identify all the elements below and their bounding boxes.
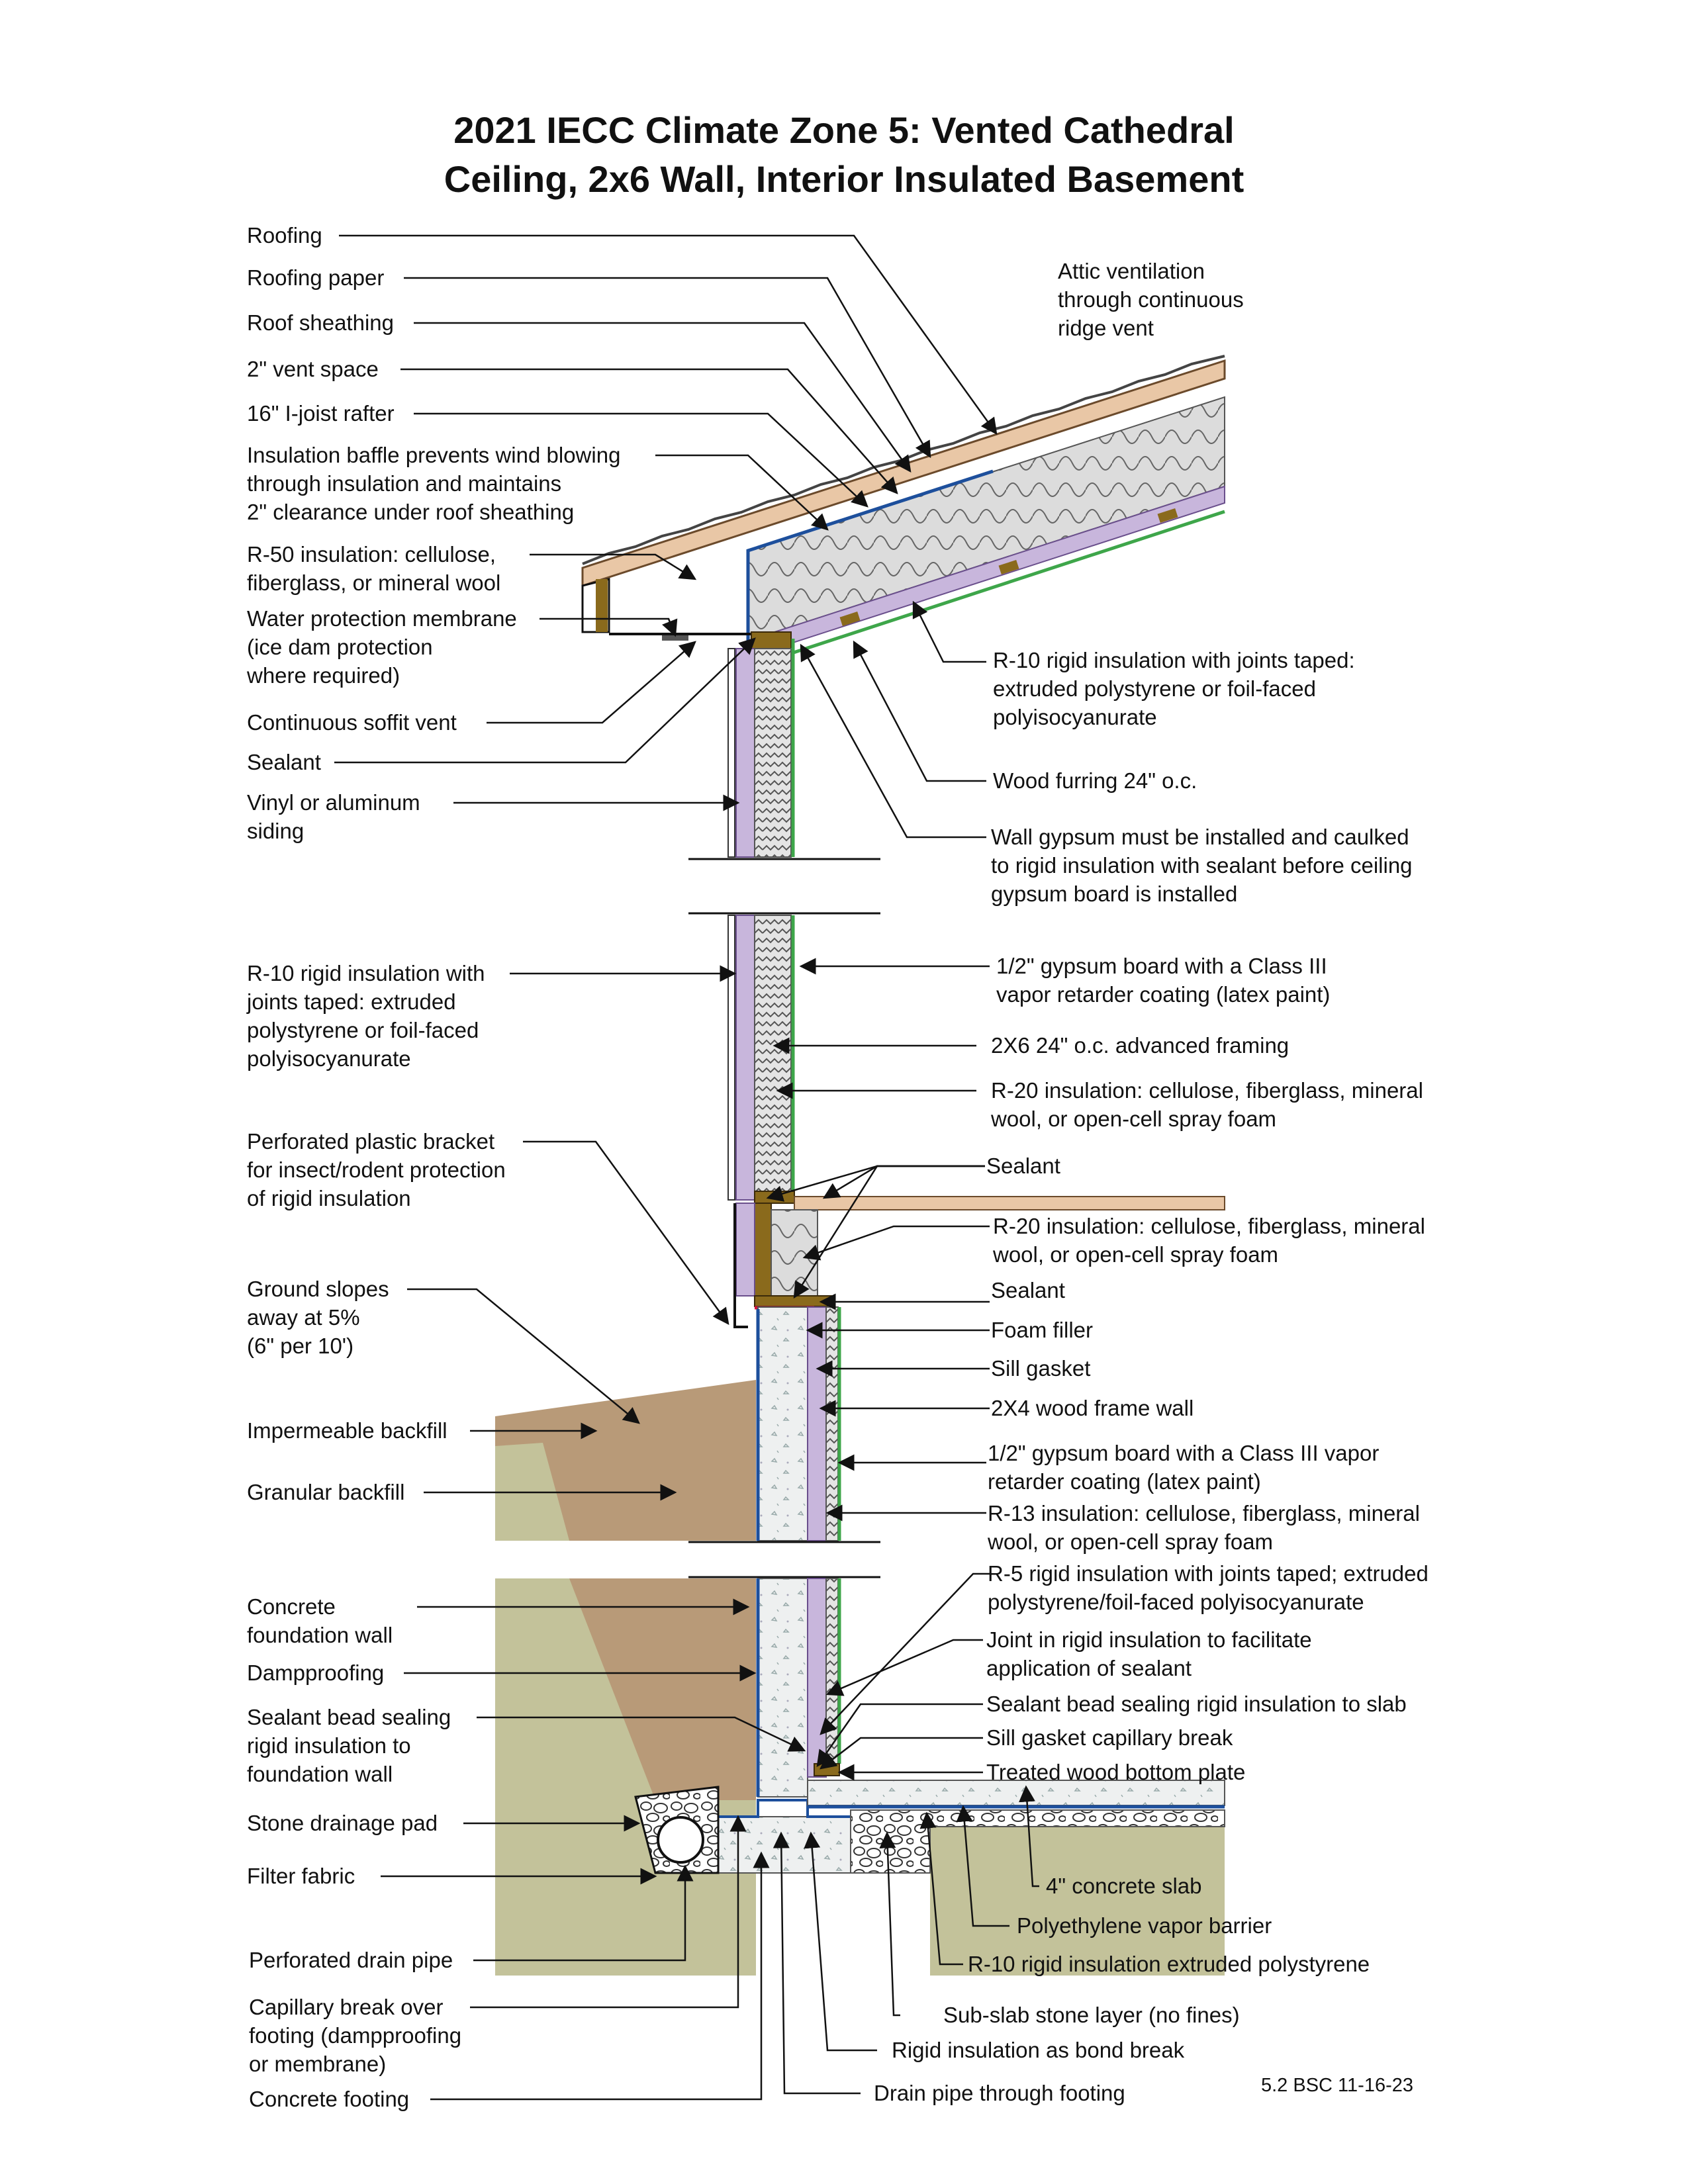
basement-cavity-upper <box>825 1306 839 1541</box>
rim-joist <box>754 1203 772 1297</box>
label-wall-gypsum-note: Wall gypsum must be installed and caulke… <box>991 825 1413 906</box>
roof-baffle <box>746 469 994 641</box>
wall-rigid-lower <box>735 915 755 1201</box>
wall-rigid-upper <box>735 648 755 858</box>
rim-insulation <box>771 1209 818 1297</box>
label-water-protection-membrane: Water protection membrane(ice dam protec… <box>247 606 517 688</box>
roof-assembly <box>581 355 1226 665</box>
drain-pipe <box>657 1816 704 1864</box>
label-vapor-barrier: Polyethylene vapor barrier <box>1017 1913 1272 1938</box>
label-sealant-bead-slab: Sealant bead sealing rigid insulation to… <box>986 1692 1407 1716</box>
rim-rigid <box>735 1203 755 1297</box>
basement-cavity-lower <box>825 1578 839 1764</box>
label-wood-furring: Wood furring 24" o.c. <box>993 768 1197 793</box>
roof-furring-2 <box>998 560 1019 574</box>
label-filter-fabric: Filter fabric <box>247 1864 355 1888</box>
leader-lines-left <box>334 234 998 2101</box>
impermeable-backfill-lower <box>569 1578 756 1800</box>
eave-blocking <box>596 579 608 632</box>
label-drain-pipe: Perforated drain pipe <box>249 1948 453 1972</box>
title-line-2: Ceiling, 2x6 Wall, Interior Insulated Ba… <box>444 158 1244 200</box>
label-concrete-footing: Concrete footing <box>249 2087 410 2111</box>
floor-bottom-plate <box>754 1191 795 1204</box>
interior-ground <box>930 1827 1225 1976</box>
foundation-wall-lower <box>757 1578 808 1797</box>
title-line-1: 2021 IECC Climate Zone 5: Vented Cathedr… <box>453 109 1235 151</box>
drawing-reference: 5.2 BSC 11-16-23 <box>1261 2075 1413 2096</box>
label-roof-sheathing: Roof sheathing <box>247 310 394 335</box>
label-r10-slab: R-10 rigid insulation extruded polystyre… <box>968 1952 1370 1976</box>
basement-rigid-lower <box>807 1578 827 1778</box>
label-foam-filler: Foam filler <box>991 1318 1094 1342</box>
label-r13-insulation: R-13 insulation: cellulose, fiberglass, … <box>988 1501 1420 1554</box>
label-gypsum-board-basement: 1/2" gypsum board with a Class III vapor… <box>988 1441 1380 1494</box>
basement-rigid-upper <box>807 1306 827 1541</box>
wall-cavity-upper <box>754 648 792 858</box>
label-sill-gasket: Sill gasket <box>991 1356 1091 1381</box>
foundation-wall-upper <box>757 1306 808 1541</box>
roof-sheathing <box>581 359 1226 588</box>
label-sealant-rim: Sealant <box>986 1154 1060 1178</box>
label-concrete-slab: 4" concrete slab <box>1046 1874 1202 1898</box>
label-drain-through-footing: Drain pipe through footing <box>874 2081 1125 2105</box>
label-roofing: Roofing <box>247 223 322 248</box>
label-r20-wall: R-20 insulation: cellulose, fiberglass, … <box>991 1078 1423 1131</box>
roof-ceiling-gypsum <box>761 510 1225 665</box>
roof-furring-1 <box>839 612 861 626</box>
wall-siding-lower <box>727 915 735 1201</box>
label-bond-break: Rigid insulation as bond break <box>892 2038 1185 2062</box>
insect-bracket <box>733 1203 748 1328</box>
top-plate <box>751 631 792 649</box>
label-vent-space: 2" vent space <box>247 357 379 381</box>
above-grade-wall <box>688 631 1225 1328</box>
label-sill-gasket-capillary: Sill gasket capillary break <box>986 1725 1233 1750</box>
leader-lines-right <box>766 600 1039 2095</box>
label-i-joist-rafter: 16" I-joist rafter <box>247 401 395 426</box>
label-bottom-plate: Treated wood bottom plate <box>986 1760 1246 1784</box>
roof-furring-3 <box>1157 508 1178 523</box>
label-dampproofing: Dampproofing <box>247 1661 385 1685</box>
impermeable-backfill <box>495 1380 756 1541</box>
label-stone-drainage-pad: Stone drainage pad <box>247 1811 438 1835</box>
label-sealant-eave: Sealant <box>247 750 321 774</box>
label-impermeable-backfill: Impermeable backfill <box>247 1418 447 1443</box>
soffit-vent-strip <box>662 635 688 641</box>
label-r50-insulation: R-50 insulation: cellulose,fiberglass, o… <box>247 542 501 595</box>
label-granular-backfill: Granular backfill <box>247 1480 405 1504</box>
wall-siding-upper <box>727 648 735 858</box>
label-r10-roof-rigid: R-10 rigid insulation with joints taped:… <box>993 648 1355 729</box>
floor-subfloor <box>794 1196 1225 1210</box>
diagram-title: 2021 IECC Climate Zone 5: Vented Cathedr… <box>0 106 1688 204</box>
wall-cavity-lower <box>754 915 792 1201</box>
label-roofing-paper: Roofing paper <box>247 265 385 290</box>
label-frame-wall-2x4: 2X4 wood frame wall <box>991 1396 1194 1420</box>
label-r20-rim: R-20 insulation: cellulose, fiberglass, … <box>993 1214 1425 1267</box>
capillary-break-line <box>718 1799 851 1818</box>
label-soffit-vent: Continuous soffit vent <box>247 710 457 735</box>
label-sealant-sill: Sealant <box>991 1278 1065 1302</box>
slab <box>807 1780 1225 1806</box>
label-advanced-framing: 2X6 24" o.c. advanced framing <box>991 1033 1289 1058</box>
label-r5-rigid: R-5 rigid insulation with joints taped; … <box>988 1561 1429 1614</box>
label-sub-slab-stone: Sub-slab stone layer (no fines) <box>943 2003 1240 2027</box>
